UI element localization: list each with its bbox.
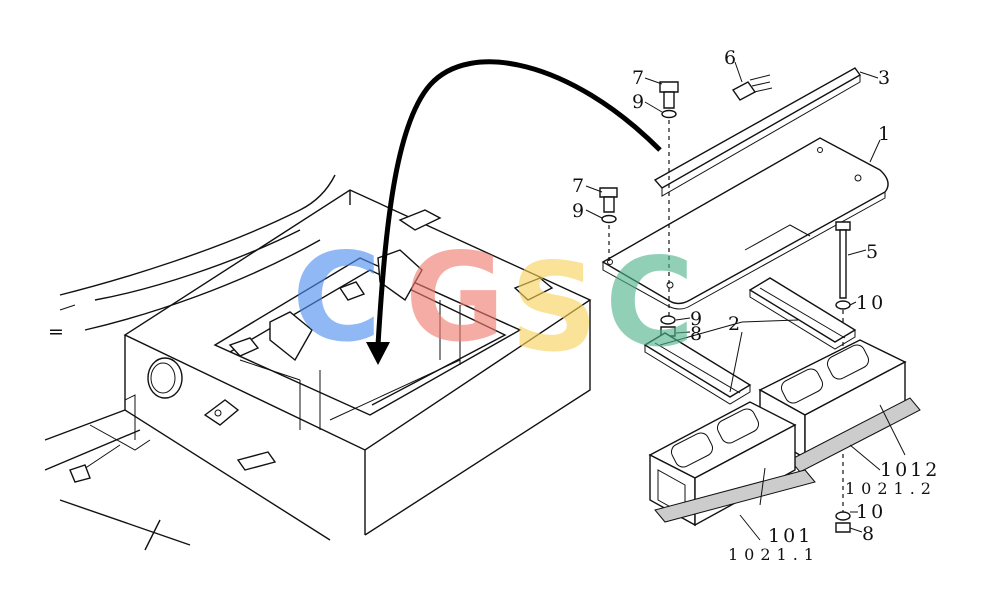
callout-7-upper: 7 [632, 67, 647, 89]
watermark-letter-c2: C [605, 232, 695, 374]
installation-arrow [366, 59, 662, 365]
callout-9-upper: 9 [632, 91, 647, 113]
callout-3: 3 [878, 67, 893, 89]
rail-right [748, 277, 857, 350]
callout-7-middle: 7 [572, 175, 587, 197]
frame-mark: = [48, 321, 67, 343]
callout-10-upper: 10 [856, 292, 886, 314]
callout-1021-1: 1021.1 [728, 545, 820, 564]
watermark: C G S C [292, 227, 695, 379]
clip [731, 74, 773, 101]
callout-8-center: 8 [690, 323, 705, 345]
callout-labels: 7 9 6 3 1 7 9 5 10 9 8 2 1012 1021.2 10 … [572, 47, 940, 564]
callout-1: 1 [878, 123, 893, 145]
angle-bar [653, 67, 862, 197]
callout-9-middle: 9 [572, 200, 587, 222]
nut-pair-bottom [835, 511, 851, 533]
long-rod [835, 221, 851, 310]
callout-10-lower: 10 [856, 501, 886, 523]
callout-1012: 1012 [880, 459, 940, 481]
callout-2: 2 [728, 313, 743, 335]
callout-5: 5 [866, 241, 881, 263]
bolt-middle [599, 187, 618, 224]
watermark-letter-g: G [405, 227, 505, 369]
watermark-letter-s: S [510, 237, 598, 379]
rail-left [643, 332, 752, 405]
callout-1021-2: 1021.2 [845, 479, 937, 498]
battery-left [648, 401, 816, 527]
chassis-frame: = [44, 174, 592, 551]
callout-9-lower: 9 [690, 308, 705, 330]
bolt-upper [659, 81, 679, 119]
callout-8-bottom: 8 [862, 523, 877, 545]
callout-101: 101 [768, 525, 813, 547]
watermark-letter-c1: C [292, 227, 382, 369]
cover-plate [601, 137, 889, 310]
leader-lines [585, 61, 906, 541]
callout-6: 6 [724, 47, 739, 69]
